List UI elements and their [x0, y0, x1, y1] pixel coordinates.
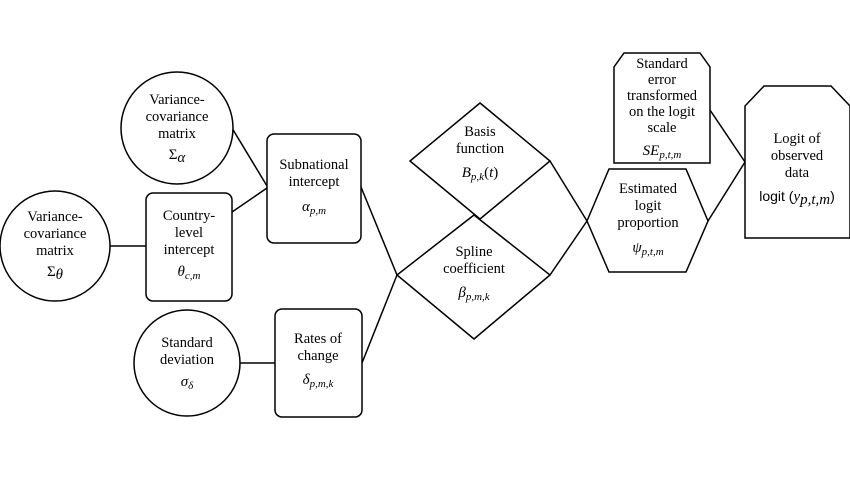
se-line-5: scale — [648, 120, 677, 136]
edge-se-observed — [709, 109, 746, 163]
node-standard-error: Standard error transformed on the logit … — [613, 52, 711, 164]
node-vc-alpha: Variance- covariance matrix Σα — [120, 71, 234, 185]
country-line-3: intercept — [164, 242, 215, 258]
edge-rates-spline — [361, 274, 398, 364]
node-basis-function: Basis function Bp,k(t) — [408, 102, 552, 220]
estimated-hexagon — [586, 168, 709, 273]
edge-estimated-observed — [707, 161, 746, 222]
country-line-1: Country- — [163, 208, 216, 224]
basis-symbol: Bp,k(t) — [462, 165, 498, 183]
connectors — [110, 109, 746, 364]
edge-country-subnat — [231, 187, 268, 213]
spline-diamond — [395, 214, 552, 340]
edge-spline-estimated — [549, 220, 588, 276]
subnat-line-2: intercept — [289, 174, 340, 190]
vc-theta-circle — [0, 190, 111, 302]
node-standard-deviation: Standard deviation σδ — [133, 309, 241, 417]
estimated-line-3: proportion — [617, 215, 679, 231]
observed-line-1: Logit of — [773, 131, 820, 147]
se-line-3: transformed — [627, 88, 698, 104]
rates-line-2: change — [297, 348, 338, 364]
edge-vc-alpha-subnat — [231, 127, 268, 187]
vc-theta-line-2: covariance — [24, 226, 87, 242]
vc-theta-symbol: Σθ — [47, 264, 64, 283]
se-box — [613, 52, 711, 164]
observed-box — [744, 85, 850, 239]
basis-line-2: function — [456, 141, 505, 157]
observed-line-2: observed — [771, 148, 824, 164]
rates-line-1: Rates of — [294, 331, 342, 347]
rates-box — [274, 308, 363, 418]
basis-diamond — [408, 102, 552, 220]
spline-line-2: coefficient — [443, 261, 505, 277]
se-line-4: on the logit — [629, 104, 695, 120]
se-line-1: Standard — [636, 56, 688, 72]
vc-alpha-circle — [120, 71, 234, 185]
edge-subnat-spline — [360, 186, 398, 276]
vc-theta-line-3: matrix — [36, 243, 75, 259]
node-rates-of-change: Rates of change δp,m,k — [274, 308, 363, 418]
sd-circle — [133, 309, 241, 417]
node-logit-observed-data: Logit of observed data logit (yp,t,m) — [744, 85, 850, 239]
edge-basis-estimated — [549, 160, 588, 222]
subnat-line-1: Subnational — [279, 157, 348, 173]
node-spline-coefficient: Spline coefficient βp,m,k — [395, 214, 552, 340]
estimated-line-1: Estimated — [619, 181, 678, 197]
vc-alpha-line-2: covariance — [146, 109, 209, 125]
country-line-2: level — [175, 225, 203, 241]
node-estimated-logit-proportion: Estimated logit proportion ψp,t,m — [586, 168, 709, 273]
observed-symbol: logit (yp,t,m) — [759, 188, 835, 208]
se-line-2: error — [648, 72, 676, 88]
basis-line-1: Basis — [464, 124, 496, 140]
subnational-intercept-box — [266, 133, 362, 244]
vc-theta-line-1: Variance- — [27, 209, 83, 225]
vc-alpha-line-3: matrix — [158, 126, 197, 142]
observed-line-3: data — [785, 165, 810, 181]
node-country-intercept: Country- level intercept θc,m — [145, 192, 233, 302]
node-vc-theta: Variance- covariance matrix Σθ — [0, 190, 111, 302]
sd-line-1: Standard — [161, 335, 213, 351]
node-subnational-intercept: Subnational intercept αp,m — [266, 133, 362, 244]
spline-line-1: Spline — [455, 244, 492, 260]
vc-alpha-line-1: Variance- — [149, 92, 205, 108]
vc-alpha-symbol: Σα — [169, 147, 187, 166]
country-intercept-box — [145, 192, 233, 302]
estimated-line-2: logit — [635, 198, 662, 214]
sd-line-2: deviation — [160, 352, 215, 368]
